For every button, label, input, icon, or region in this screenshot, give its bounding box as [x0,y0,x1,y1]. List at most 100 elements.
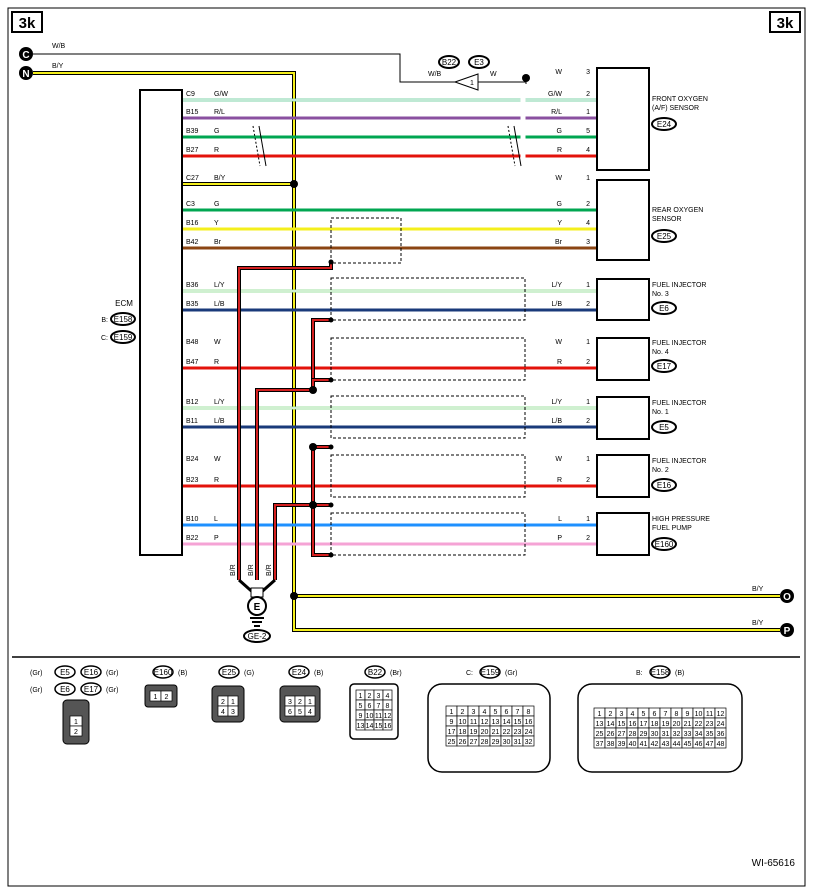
key-e24-color: (B) [314,670,323,677]
ecm-pin-number: B23 [186,477,199,484]
ecm-pin-number: B15 [186,109,199,116]
ground-wire-label-1: B/R [230,564,237,576]
connector-pin-number: 1 [231,699,235,706]
connector-pin-number: 23 [514,729,522,736]
connector-pin-number: 1 [74,719,78,726]
connector-badge [80,665,102,679]
component-pin-number: 5 [586,128,590,135]
component-box [596,278,650,321]
key-inj-conn: E17 [84,685,99,694]
component-pin-number: 3 [586,239,590,246]
connector-badge [218,665,240,679]
connector-pin-number: 35 [706,731,714,738]
component-pin-wire-color: P [557,535,562,542]
connector-pin-number: 4 [221,709,225,716]
connector-n-wire: B/Y [52,63,64,70]
connector-pin-number: 10 [366,713,374,720]
component-name-line1: HIGH PRESSURE [652,516,710,523]
connector-c-label: C [22,50,29,61]
connector-n: N [19,66,33,80]
connector-pin-number: 4 [631,711,635,718]
ecm-pin-wire-color: P [214,535,219,542]
shield-box [330,337,526,381]
connector-pin-number: 12 [384,713,392,720]
connector-pin-number: 18 [651,721,659,728]
connector-pin-number: 14 [366,723,374,730]
wire-by-bus [33,71,780,632]
connector-pin-number: 31 [514,739,522,746]
ecm-c-conn: E159 [114,333,133,342]
ecm-pin-number: B39 [186,128,199,135]
connector-pin-number: 6 [653,711,657,718]
component-pin-number: 4 [586,220,590,227]
component-name-line2: No. 3 [652,291,669,298]
component-pin-wire-color: G [557,201,562,208]
connector-pin-number: 13 [596,721,604,728]
ecm-pin-number: B35 [186,301,199,308]
connector-pin-number: 13 [357,723,365,730]
ecm-pin-wire-color: L [214,516,218,523]
key-inj-color: (Gr) [106,687,118,694]
connector-p: P [780,623,794,637]
ecm-pin-wire-color: G [214,128,219,135]
connector-pin-number: 2 [221,699,225,706]
relay-joint-conn1: B22 [442,58,457,67]
ecm-name: ECM [115,299,133,308]
connector-pin-number: 6 [288,709,292,716]
connector-badge [54,665,76,679]
component-pin-wire-color: R [557,359,562,366]
connector-pin-number: 5 [642,711,646,718]
connector-pin-number: 19 [662,721,670,728]
connector-pin-number: 27 [618,731,626,738]
shield-box [330,217,402,264]
connector-pin-number: 28 [481,739,489,746]
connector-pin-cell [69,725,83,737]
shield-box [330,512,526,556]
ground-wire [311,505,331,557]
connector-pin-number: 38 [607,741,615,748]
connector-pin-number: 20 [673,721,681,728]
connector-pin-number: 29 [492,739,500,746]
connector-pin-number: 2 [609,711,613,718]
connector-pin-number: 15 [618,721,626,728]
connector-pin-number: 9 [359,713,363,720]
connector-pin-number: 5 [298,709,302,716]
connector-pin-number: 25 [448,739,456,746]
ecm-pin-number: C3 [186,201,195,208]
ecm-pin-number: B36 [186,282,199,289]
ecm-pin-wire-color: R [214,147,219,154]
connector-pin-number: 1 [598,711,602,718]
key-e159-color: (Gr) [505,670,517,677]
component-name-line1: REAR OXYGEN [652,207,703,214]
ecm-c-prefix: C: [101,335,108,342]
connector-pin-number: 3 [620,711,624,718]
connector-c: C [19,47,33,61]
component-pin-wire-color: W [555,339,562,346]
connector-pin-number: 3 [231,709,235,716]
connector-pin-cell [304,705,316,717]
connector-pin-number: 41 [640,741,648,748]
wire-c-wb [33,53,455,83]
connector-pin-number: 5 [494,709,498,716]
connector-pin-cell [382,719,393,731]
component-pin-wire-color: W [555,69,562,76]
component-pin-wire-color: L [558,516,562,523]
connector-pin-number: 14 [503,719,511,726]
connector-pin-number: 4 [386,693,390,700]
connector-pin-number: 31 [662,731,670,738]
connector-pin-number: 4 [483,709,487,716]
connector-pin-number: 20 [481,729,489,736]
connector-pin-number: 16 [629,721,637,728]
connector-pin-number: 11 [470,719,477,726]
ecm-pin-number: C9 [186,91,195,98]
